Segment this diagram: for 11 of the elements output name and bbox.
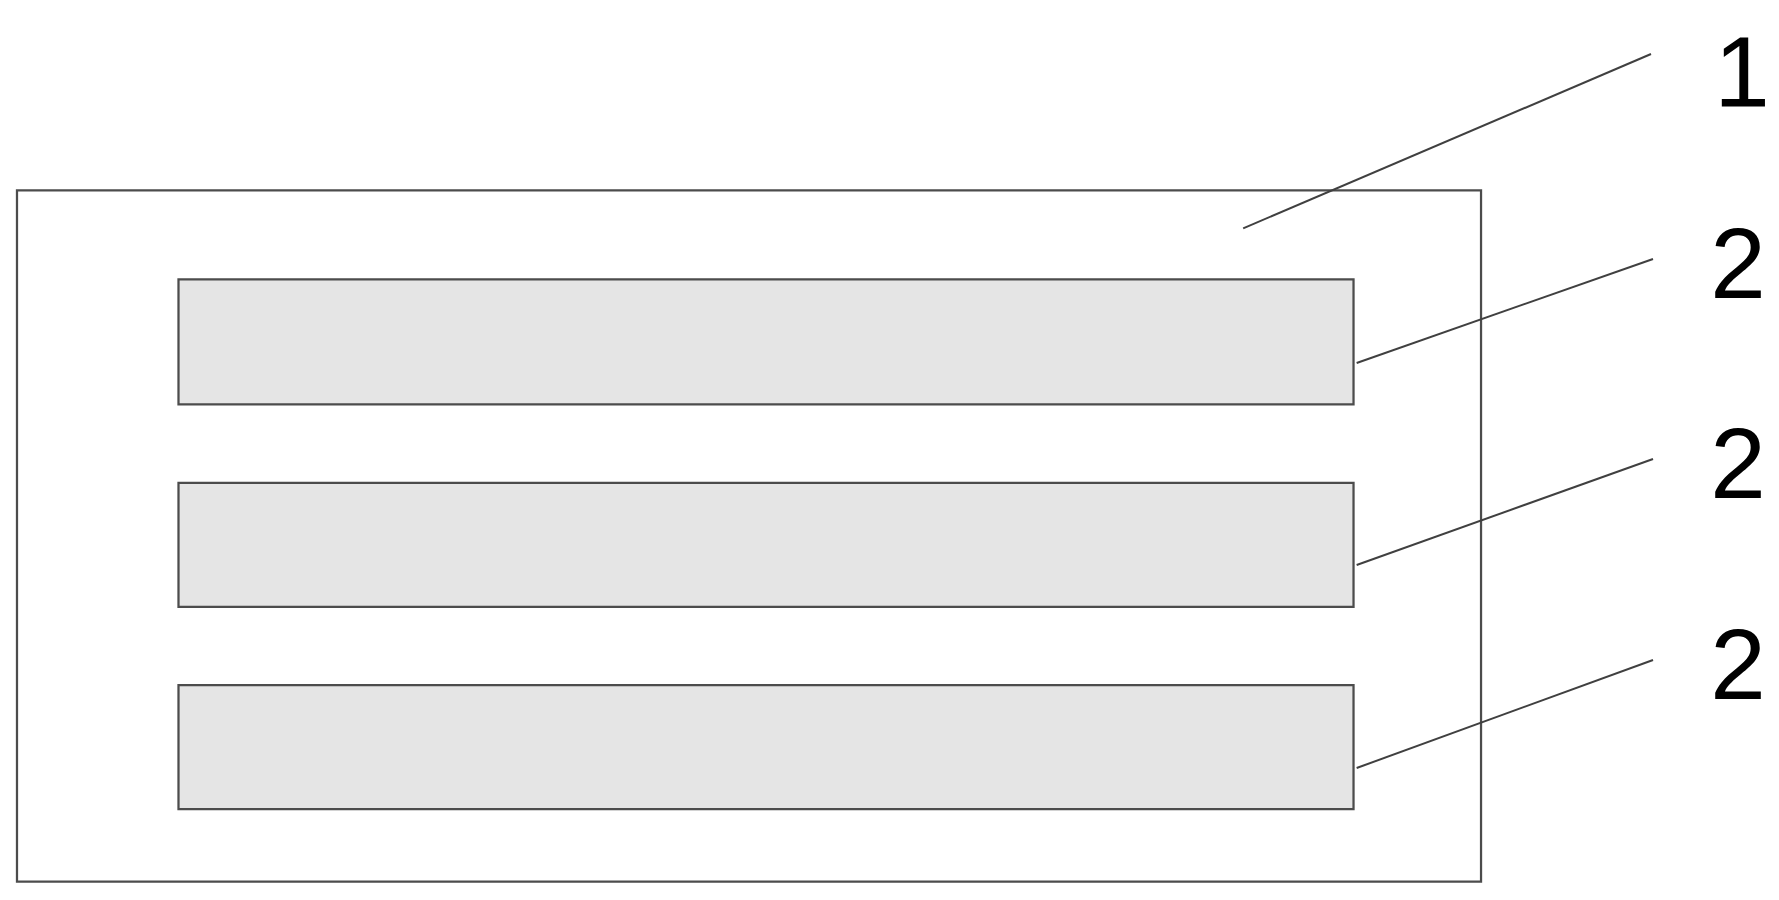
callout-number: 2 (1715, 629, 1761, 699)
callout-number: 1 (1721, 37, 1765, 107)
callout-number: 2 (1715, 428, 1761, 498)
leader-line (1355, 659, 1654, 769)
stippled-strip (177, 481, 1355, 609)
leader-line (1355, 258, 1654, 364)
stippled-strip (177, 683, 1355, 811)
leader-line (1355, 458, 1654, 566)
stippled-strip (177, 278, 1355, 406)
callout-number: 2 (1715, 228, 1761, 298)
leader-line (1242, 53, 1652, 230)
